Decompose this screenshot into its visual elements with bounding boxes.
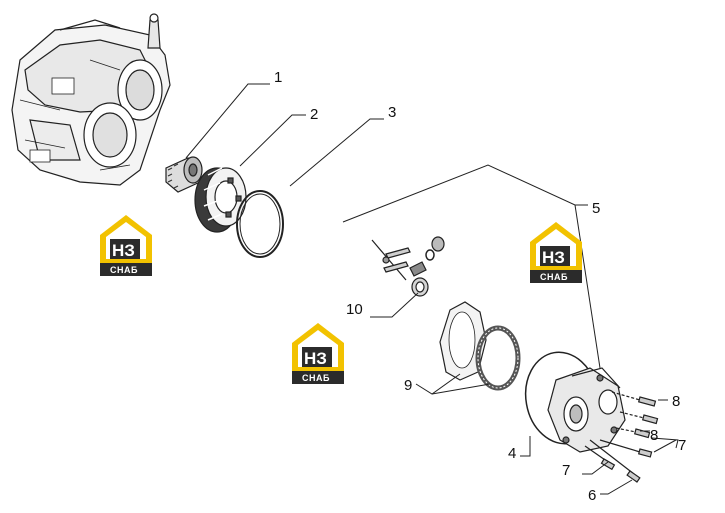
watermark-logo-center: НЗ СНАБ (292, 323, 344, 384)
bolt-group (584, 391, 659, 483)
svg-text:СНАБ: СНАБ (302, 373, 330, 383)
callout-5: 5 (592, 200, 600, 217)
callout-8-upper: 8 (672, 393, 680, 410)
callout-1: 1 (274, 69, 282, 86)
svg-text:НЗ: НЗ (542, 248, 565, 267)
watermark-logo-right: НЗ СНАБ (530, 222, 582, 283)
part-2-clutch-drum (194, 167, 247, 233)
leader-lines (185, 83, 679, 495)
svg-text:НЗ: НЗ (304, 349, 327, 368)
svg-text:НЗ: НЗ (112, 241, 135, 260)
part-3-snap-ring (236, 190, 284, 258)
callout-4: 4 (508, 445, 516, 462)
callout-3: 3 (388, 104, 396, 121)
part-1-spline-gear (165, 156, 203, 193)
callout-8-lower: 8 (650, 427, 658, 444)
watermark-logo-left: НЗ СНАБ (100, 215, 152, 276)
part-10-valve-kit (371, 236, 445, 297)
callout-9: 9 (404, 377, 412, 394)
callout-7-left: 7 (562, 462, 570, 479)
part-5-cover-housing (547, 367, 626, 453)
svg-text:СНАБ: СНАБ (110, 265, 138, 275)
callout-10: 10 (346, 301, 363, 318)
callout-2: 2 (310, 106, 318, 123)
callout-7-right: 7 (678, 437, 686, 454)
part-9-friction-plates (439, 301, 521, 391)
callout-6: 6 (588, 487, 596, 504)
callout-labels: 1 2 3 5 10 9 8 8 7 7 4 6 (274, 69, 686, 504)
transmission-housing (11, 13, 171, 186)
svg-text:СНАБ: СНАБ (540, 272, 568, 282)
